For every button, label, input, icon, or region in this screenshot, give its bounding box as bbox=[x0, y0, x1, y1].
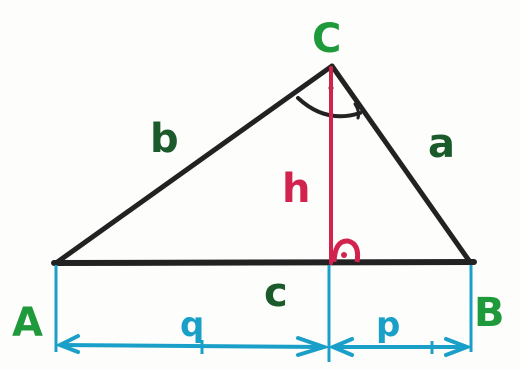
side-b-line bbox=[53, 63, 335, 266]
side-c-line bbox=[51, 259, 477, 266]
right-angle-dot bbox=[341, 252, 347, 258]
segment-p-arrow-right bbox=[444, 337, 473, 357]
right-angle-mark bbox=[331, 238, 361, 263]
segment-q-arrow-left bbox=[55, 334, 80, 354]
side-label-c: c bbox=[264, 270, 288, 316]
segment-label-q: q bbox=[180, 305, 204, 345]
side-label-a: a bbox=[428, 121, 455, 167]
angle-arc-c-tick bbox=[353, 102, 361, 120]
angle-arc-c bbox=[296, 96, 362, 119]
vertex-label-c: C bbox=[312, 16, 341, 62]
segment-q-line bbox=[59, 343, 326, 349]
side-label-b: b bbox=[150, 116, 179, 162]
side-a-line bbox=[329, 63, 473, 265]
vertex-label-b: B bbox=[474, 290, 505, 336]
segment-label-p: p bbox=[376, 305, 400, 345]
segment-p-arrow-left bbox=[327, 337, 354, 357]
vertex-label-a: A bbox=[12, 300, 43, 346]
height-label: h bbox=[282, 166, 310, 212]
segment-q-arrow-right bbox=[296, 336, 331, 357]
